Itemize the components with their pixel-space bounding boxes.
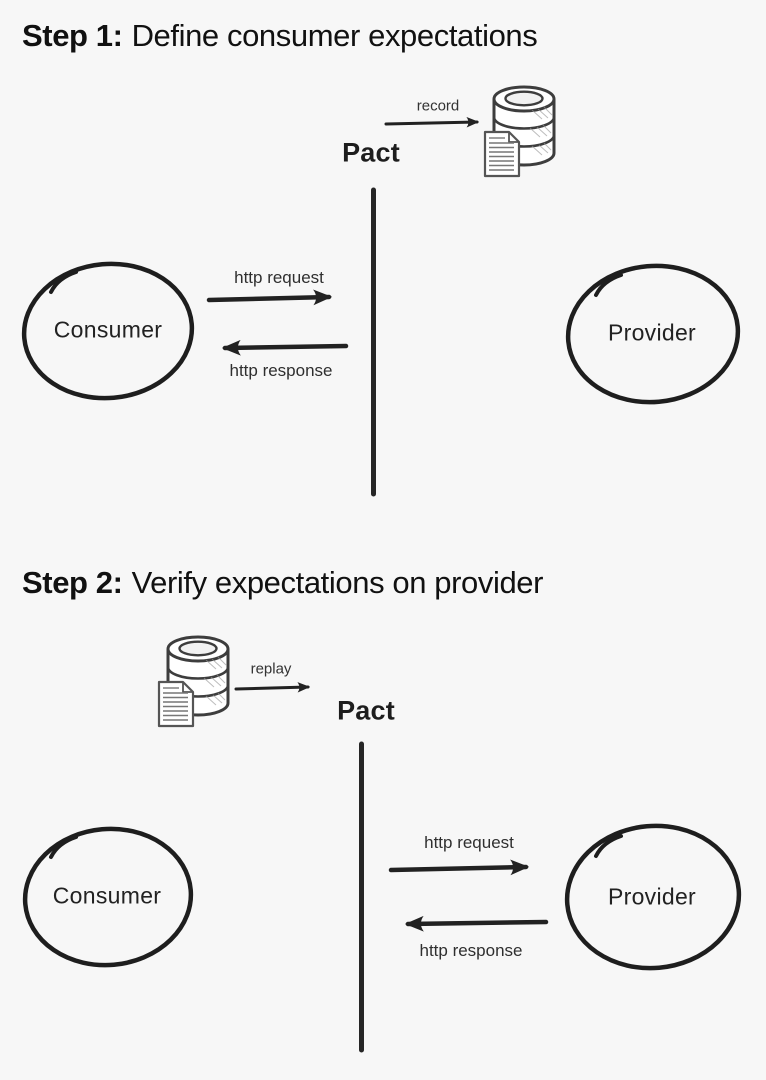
http-request-arrow-step2 [388,859,530,876]
step2-heading-number: Step 2: [22,565,123,600]
step1-shapes [21,85,741,497]
http-request-label-step2: http request [424,833,514,852]
record-label: record [416,97,460,115]
consumer-ellipse-step2 [22,826,194,968]
consumer-ellipse-step1 [21,261,195,401]
replay-arrow [234,682,311,693]
step1-heading-number: Step 1: [22,18,123,53]
step1-heading-text: Define consumer expectations [131,18,538,53]
http-request-arrow-step1 [206,289,333,306]
pact-label-step1: Pact [342,137,400,168]
http-response-arrow-step2 [404,915,549,932]
http-request-label-step1: http request [234,268,324,287]
http-response-label-step2: http response [419,941,523,960]
provider-ellipse-step1 [565,263,741,405]
http-response-arrow-step1 [221,339,349,356]
consumer-label-step1: Consumer [53,316,163,343]
provider-label-step2: Provider [607,883,697,910]
replay-label: replay [250,660,292,678]
pact-label-step2: Pact [337,695,395,726]
pact-store-icon-step1 [483,85,556,178]
step2-heading: Step 2: Verify expectations on provider [22,565,543,601]
provider-label-step1: Provider [607,319,697,346]
http-response-label-step1: http response [229,361,333,380]
pact-store-icon-step2 [157,635,230,728]
record-arrow [384,116,480,128]
step2-shapes [22,635,742,1053]
step2-heading-text: Verify expectations on provider [131,565,544,600]
provider-ellipse-step2 [564,823,742,971]
consumer-label-step2: Consumer [52,882,162,909]
step1-heading: Step 1: Define consumer expectations [22,18,538,54]
